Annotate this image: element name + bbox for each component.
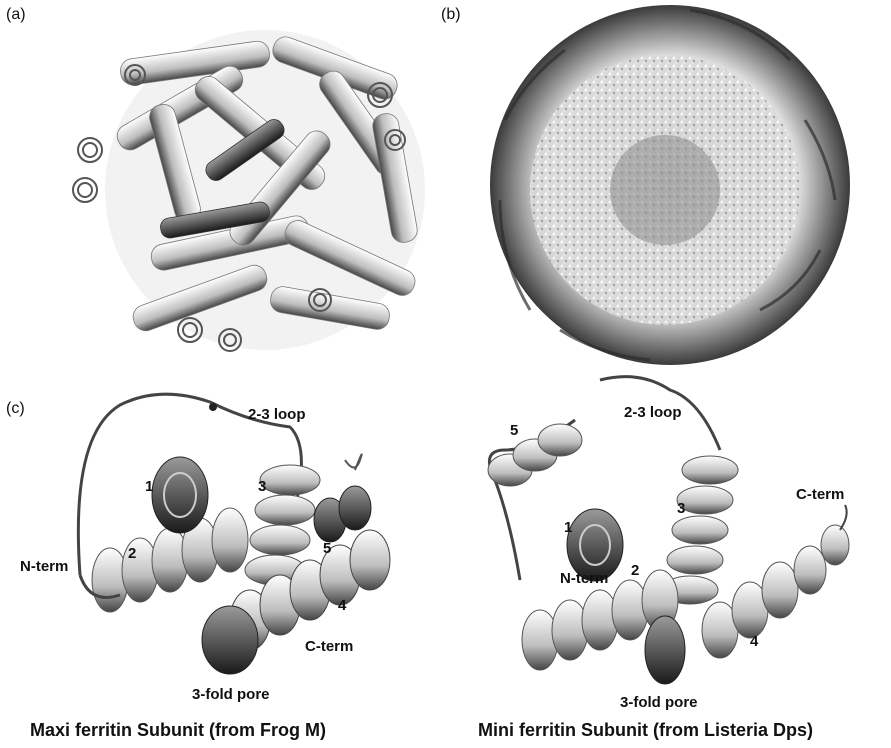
- mini-loop-label: 2-3 loop: [624, 404, 682, 421]
- maxi-helix-3-label: 3: [258, 478, 266, 495]
- mini-helix-4-label: 4: [750, 633, 758, 650]
- ferritin-cage-ribbon: [73, 30, 425, 351]
- mini-subunit-ribbon: [488, 377, 849, 684]
- mini-c-term-label: C-term: [796, 486, 844, 503]
- mini-helix-5: [488, 424, 582, 486]
- maxi-helix-5-label: 5: [323, 540, 331, 557]
- maxi-caption: Maxi ferritin Subunit (from Frog M): [30, 720, 326, 741]
- maxi-helix-1: [152, 457, 208, 533]
- mini-pore-label: 3-fold pore: [620, 694, 698, 711]
- maxi-helix-5: [314, 454, 371, 542]
- maxi-c-term-label: C-term: [305, 638, 353, 655]
- mini-helix-2-label: 2: [631, 562, 639, 579]
- maxi-helix-1-label: 1: [145, 478, 153, 495]
- mini-helix-3-label: 3: [677, 500, 685, 517]
- maxi-loop-label: 2-3 loop: [248, 406, 306, 423]
- mini-n-term-label: N-term: [560, 570, 608, 587]
- mini-helix-1-label: 1: [564, 519, 572, 536]
- maxi-subunit-ribbon: [78, 394, 390, 674]
- mini-caption: Mini ferritin Subunit (from Listeria Dps…: [478, 720, 813, 741]
- mini-helix-5-label: 5: [510, 422, 518, 439]
- ferritin-surface-sphere: [490, 5, 850, 365]
- mini-helix-4: [702, 525, 849, 658]
- maxi-n-term-label: N-term: [20, 558, 68, 575]
- maxi-helix-2-label: 2: [128, 545, 136, 562]
- maxi-pore-label: 3-fold pore: [192, 686, 270, 703]
- maxi-helix-4-label: 4: [338, 597, 346, 614]
